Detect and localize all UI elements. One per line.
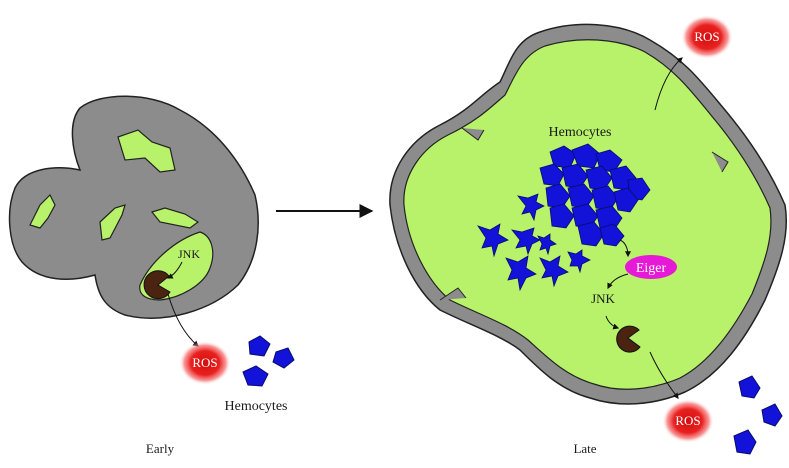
early-ros-blob: ROS [179,341,231,385]
late-hemocyte [585,165,613,191]
late-hemocyte [595,205,623,231]
late-tissue-notch [439,287,467,301]
early-tumor-island [29,193,56,229]
late-ros-bottom-arrow [649,351,679,399]
late-eiger-badge: Eiger [625,255,677,279]
late-ros-top-label: ROS [694,29,719,44]
early-panel: JNK ROS Hemocytes Early [8,95,295,456]
late-hemocyte [567,183,595,209]
early-hemocyte [242,365,269,387]
late-hemocyte-free [761,403,783,427]
early-tumor-island [150,207,200,229]
late-hemocyte [571,143,601,169]
late-tissue-notch [461,127,485,141]
late-panel: ROS Hemocytes [389,15,788,456]
late-hemocyte [561,163,589,189]
early-hemocyte [248,335,271,357]
early-tumor-island [117,129,176,173]
late-jnk-arrow-out [605,315,620,330]
late-hemocyte [577,221,605,247]
late-hemocyte-spiky [537,233,557,256]
late-hemocyte [549,203,575,229]
late-hemocyte-free [733,429,757,455]
late-hemocyte-spiky [539,255,569,288]
late-hemocyte-cluster [539,143,651,247]
late-hemocyte-spiky [517,193,545,222]
late-hemocyte [549,145,577,169]
late-jnk-arrow-in [607,273,629,290]
early-ros-label: ROS [192,355,217,370]
early-jnk-arrow [166,261,183,279]
early-tumor-island [99,204,126,241]
late-hemocytes-label: Hemocytes [549,125,612,140]
early-jnk-label: JNK [178,247,200,261]
late-hemocyte-spiky [511,227,541,256]
late-caption: Late [573,441,596,456]
late-hemocyte [591,185,619,211]
late-hemocyte [613,187,639,213]
late-ros-top-blob: ROS [681,15,733,59]
late-pacman-icon [616,325,641,353]
early-pacman-icon [143,270,171,300]
early-caption: Early [146,441,175,456]
late-tissue-notch [711,151,729,173]
late-hemocyte [545,183,571,209]
late-eiger-label: Eiger [636,261,667,276]
late-jnk-label: JNK [591,291,615,306]
late-hemocyte [539,163,565,187]
late-hemocyte-spiky [505,255,537,292]
late-eiger-arrow [619,239,631,258]
late-hemocyte-free [738,375,761,399]
early-hemocyte [272,347,295,369]
early-hemocytes-label: Hemocytes [225,399,288,414]
late-hemocyte [599,223,625,247]
late-hemocyte-spiky [567,249,591,274]
late-ros-bottom-blob: ROS [662,399,714,443]
late-hemocyte-spiky [477,223,509,258]
late-ros-bottom-label: ROS [675,413,700,428]
late-ros-top-arrow [654,57,683,111]
